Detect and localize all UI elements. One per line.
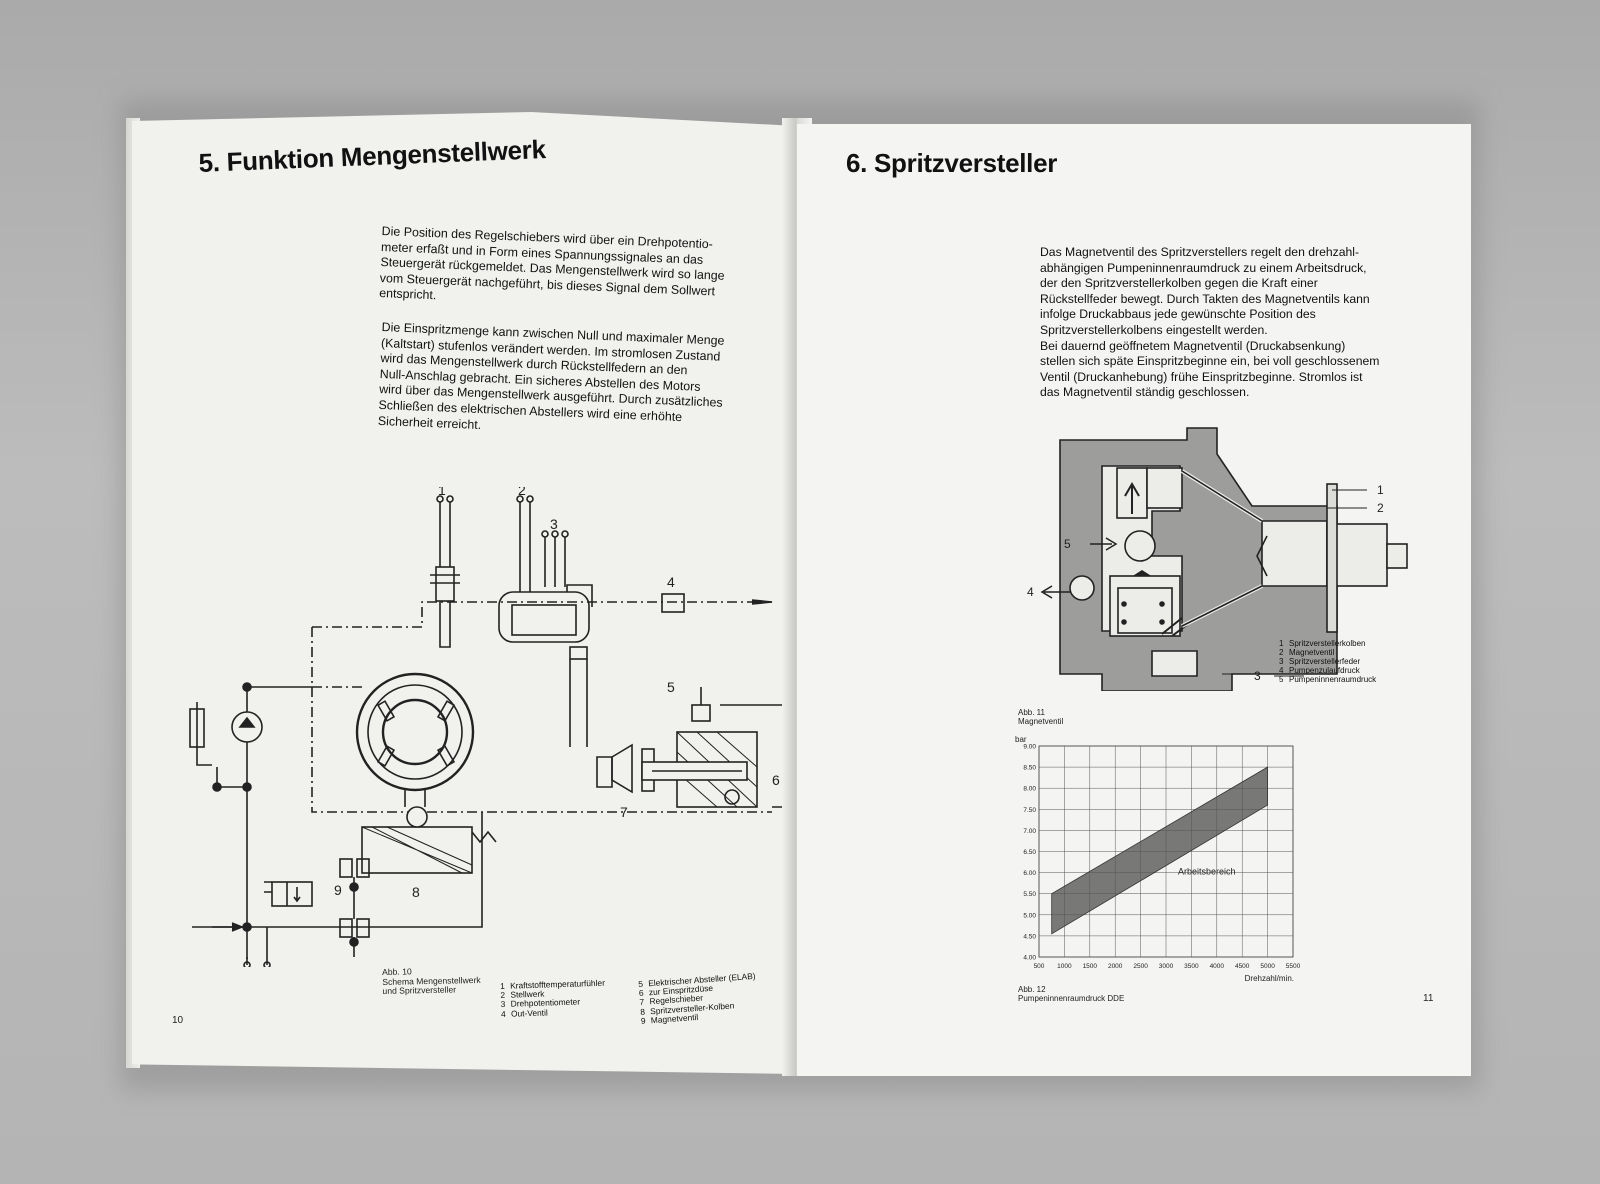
text-line: der den Spritzverstellerkolben gegen die…	[1040, 276, 1318, 291]
y-tick-label: 5.50	[1023, 891, 1036, 898]
x-axis: 500 1000 1500 2000 2500 3000 3500 4000 4500 5000 5…	[1034, 963, 1301, 970]
text-line: stellen sich späte Einspritzbeginne ein,…	[1040, 354, 1380, 369]
diagram-label: 4	[1027, 585, 1034, 599]
caption-line: Abb. 11	[1018, 708, 1045, 717]
diagram-label: 1	[1377, 483, 1384, 497]
diagram-label: 3	[1254, 669, 1261, 683]
text-line: Bei dauernd geöffnetem Magnetventil (Dru…	[1040, 338, 1346, 353]
caption-line: Pumpeninnenraumdruck DDE	[1018, 994, 1125, 1003]
series-label: Arbeitsbereich	[1178, 867, 1236, 877]
text-line: Rückstellfeder bewegt. Durch Takten des …	[1040, 291, 1370, 306]
x-tick-label: 1500	[1083, 963, 1098, 970]
figure-12-caption: Abb. 12 Pumpeninnenraumdruck DDE	[1018, 985, 1124, 1003]
page-number-right: 11	[1423, 993, 1434, 1004]
figure-11-caption: Abb. 11 Magnetventil	[1018, 708, 1063, 726]
diagram-label: 9	[334, 882, 342, 898]
x-tick-label: 1000	[1057, 963, 1072, 970]
right-page-heading: 6. Spritzversteller	[846, 148, 1058, 178]
x-tick-label: 3500	[1184, 963, 1199, 970]
y-tick-label: 6.00	[1023, 870, 1036, 877]
left-page: 5. Funktion Mengenstellwerk Die Position…	[132, 112, 797, 1074]
magnetventil-cross-section: 1 2 3 4 5	[1027, 427, 1408, 691]
diagram-label: 5	[667, 679, 675, 695]
x-tick-label: 3000	[1159, 963, 1174, 970]
x-tick-label: 4500	[1235, 963, 1250, 970]
arbeitsbereich-band	[1051, 766, 1269, 935]
y-tick-label: 5.00	[1023, 912, 1036, 919]
pressure-chart: bar 4.00 4.50 5.00 5.50 6.00 6.50 7.00 7.50 8.00…	[1015, 735, 1301, 983]
x-tick-label: 2000	[1108, 963, 1123, 970]
figure-10-caption: Abb. 10 Schema Mengenstellwerk und Sprit…	[382, 966, 481, 997]
y-tick-label: 8.00	[1023, 786, 1036, 793]
x-tick-label: 2500	[1133, 963, 1148, 970]
fuel-quantity-schematic: 1 2 3 4 5 6 7 8 9	[189, 487, 792, 967]
x-tick-label: 4000	[1210, 963, 1225, 970]
diagram-label: 4	[667, 574, 675, 590]
text-line: das Magnetventil ständig geschlossen.	[1040, 385, 1250, 400]
text-line: abhängigen Pumpeninnenraumdruck zu einem…	[1040, 260, 1367, 275]
diagram-label: 2	[518, 487, 526, 498]
right-paragraph: Das Magnetventil des Spritzverstellers r…	[1040, 245, 1440, 401]
right-page: 6. Spritzversteller Das Magnetventil des…	[797, 124, 1471, 1076]
left-paragraph-2: Die Einspritzmenge kann zwischen Null un…	[378, 320, 782, 445]
x-axis-label: Drehzahl/min.	[1245, 974, 1294, 983]
y-axis: 4.00 4.50 5.00 5.50 6.00 6.50 7.00 7.50 8.00 8.50…	[1023, 744, 1036, 962]
text-line: infolge Druckabbaus jede gewünschte Posi…	[1040, 307, 1316, 322]
diagram-label: 1	[438, 487, 446, 498]
page-number-left: 10	[172, 1015, 184, 1026]
diagram-label: 7	[620, 804, 628, 820]
y-tick-label: 6.50	[1023, 849, 1036, 856]
x-tick-label: 5000	[1260, 963, 1275, 970]
caption-line: Abb. 12	[1018, 985, 1046, 994]
chart-area	[1051, 766, 1269, 935]
diagram-label: 5	[1064, 537, 1071, 551]
diagram-label: 8	[412, 884, 420, 900]
y-tick-label: 9.00	[1023, 744, 1036, 751]
y-axis-label: bar	[1015, 735, 1027, 744]
diagram-label: 6	[772, 772, 780, 788]
caption-line: Magnetventil	[1018, 717, 1064, 726]
left-page-heading: 5. Funktion Mengenstellwerk	[198, 134, 547, 178]
x-tick-label: 5500	[1286, 963, 1301, 970]
y-tick-label: 8.50	[1023, 765, 1036, 772]
y-tick-label: 7.50	[1023, 807, 1036, 814]
y-tick-label: 4.00	[1023, 955, 1036, 962]
text-line: Spritzverstellerkolbens eingestellt werd…	[1040, 322, 1268, 337]
left-paragraph-1: Die Position des Regelschiebers wird übe…	[379, 224, 782, 318]
caption-line: und Spritzversteller	[382, 984, 457, 997]
y-tick-label: 7.00	[1023, 828, 1036, 835]
diagram-label: 2	[1377, 501, 1384, 515]
text-line: Ventil (Druckanhebung) frühe Einspritzbe…	[1040, 369, 1363, 384]
diagram-label: 3	[550, 516, 558, 532]
x-tick-label: 500	[1034, 963, 1045, 970]
text-line: Das Magnetventil des Spritzverstellers r…	[1040, 245, 1360, 259]
y-tick-label: 4.50	[1023, 933, 1036, 940]
